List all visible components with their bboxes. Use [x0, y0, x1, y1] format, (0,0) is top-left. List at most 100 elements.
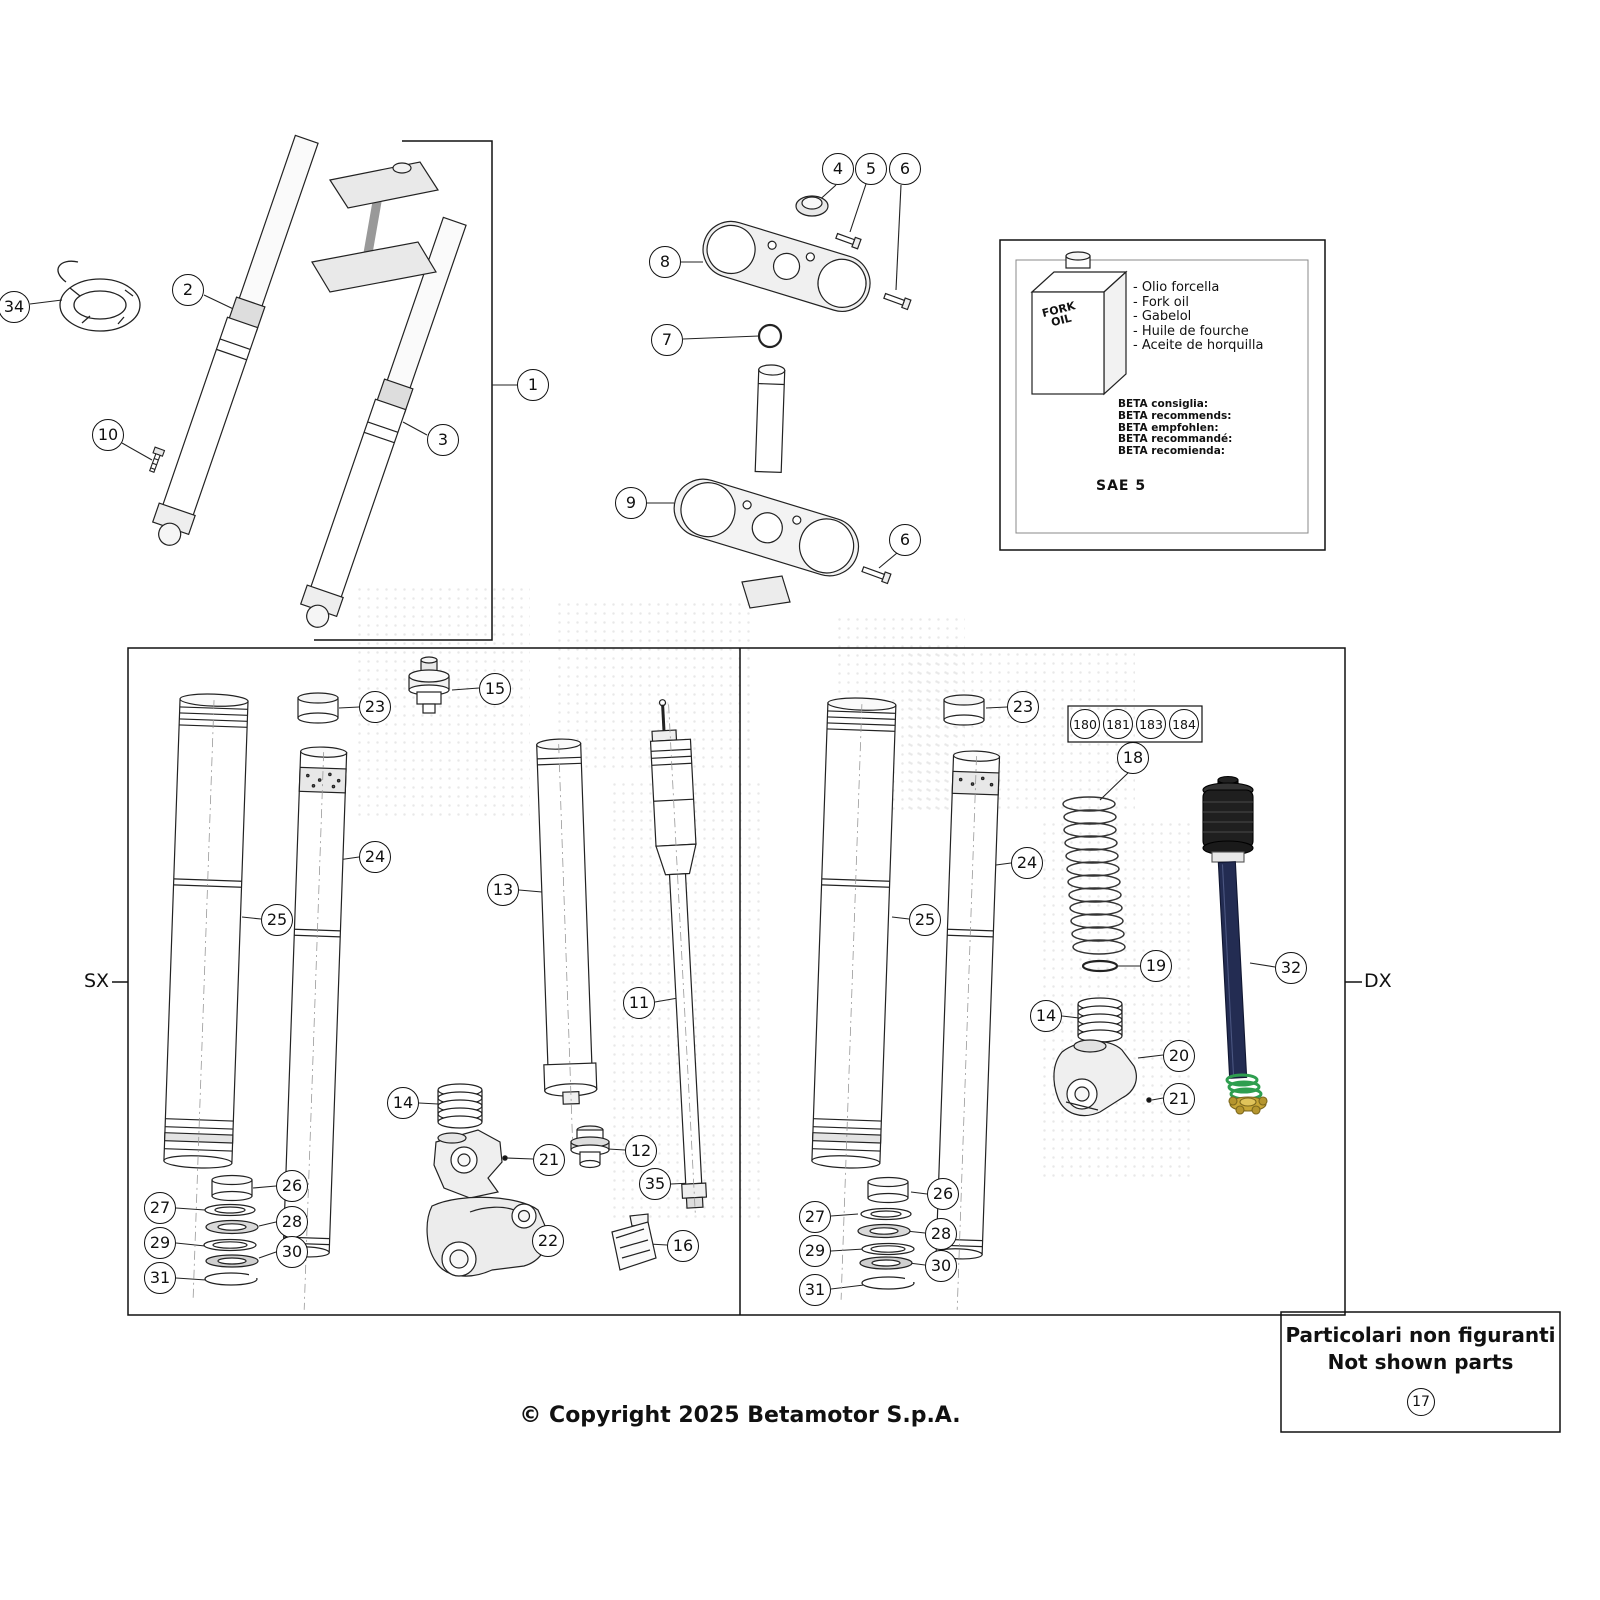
lower-triple-clamp-drawing [673, 364, 892, 609]
callout-31-right[interactable]: 31 [799, 1274, 831, 1306]
outer-tube-right-drawing [811, 697, 897, 1300]
callout-22[interactable]: 22 [532, 1225, 564, 1257]
oil-name-line: - Fork oil [1133, 294, 1189, 310]
fork-cap-drawing [408, 656, 450, 714]
steering-cap-drawing [795, 195, 829, 217]
callout-27-right[interactable]: 27 [799, 1201, 831, 1233]
screw-drawing [148, 446, 166, 473]
callout-16[interactable]: 16 [667, 1230, 699, 1262]
seal-rings-left-drawing [203, 1174, 263, 1286]
callout-29-right[interactable]: 29 [799, 1235, 831, 1267]
bolt-drawing [883, 292, 912, 311]
oil-recommendation-line: BETA empfohlen: [1118, 421, 1219, 434]
kit-callout-184[interactable]: 184 [1169, 709, 1199, 739]
callout-35[interactable]: 35 [639, 1168, 671, 1200]
callout-10[interactable]: 10 [92, 419, 124, 451]
kit-callout-183[interactable]: 183 [1136, 709, 1166, 739]
oil-name-line: - Huile de fourche [1133, 323, 1249, 339]
oil-grade-label: SAE 5 [1096, 478, 1147, 494]
seal-head-drawing [570, 1125, 610, 1169]
lower-clamp-on-assembly [311, 241, 437, 293]
frames [112, 140, 1561, 1433]
callout-1[interactable]: 1 [517, 369, 549, 401]
fork-leg-right-drawing [299, 216, 467, 628]
side-label-sx: SX [84, 970, 110, 992]
assembly-bracket [314, 140, 493, 641]
oil-recommendation-list: BETA consiglia: BETA recommends: BETA em… [1118, 398, 1233, 458]
callout-23-left[interactable]: 23 [359, 691, 391, 723]
callout-9[interactable]: 9 [615, 487, 647, 519]
fork-leg-left-drawing [151, 134, 319, 546]
callout-12[interactable]: 12 [625, 1135, 657, 1167]
outer-tube-left-drawing [163, 693, 249, 1300]
oil-box-inner-border [1015, 259, 1309, 534]
callout-24-right[interactable]: 24 [1011, 847, 1043, 879]
callout-18[interactable]: 18 [1117, 742, 1149, 774]
callout-7[interactable]: 7 [651, 324, 683, 356]
callout-34[interactable]: 34 [0, 291, 30, 323]
kit-callout-180[interactable]: 180 [1070, 709, 1100, 739]
callout-30-left[interactable]: 30 [276, 1236, 308, 1268]
oil-recommendation-line: BETA recomienda: [1118, 445, 1225, 458]
bolt-drawing [861, 566, 892, 585]
callout-28-left[interactable]: 28 [276, 1206, 308, 1238]
callout-30-right[interactable]: 30 [925, 1250, 957, 1282]
callout-11[interactable]: 11 [623, 987, 655, 1019]
callout-23-right[interactable]: 23 [1007, 691, 1039, 723]
callout-26-left[interactable]: 26 [276, 1170, 308, 1202]
oil-recommendation-line: BETA recommends: [1118, 409, 1232, 422]
callout-4[interactable]: 4 [822, 153, 854, 185]
pad-drawing [611, 1213, 657, 1271]
callout-19[interactable]: 19 [1140, 950, 1172, 982]
axle-foot-left-drawing [433, 1129, 503, 1199]
callout-13[interactable]: 13 [487, 874, 519, 906]
upper-triple-clamp-drawing [702, 195, 912, 349]
callout-2[interactable]: 2 [172, 274, 204, 306]
side-label-dx: DX [1364, 970, 1392, 992]
callout-27-left[interactable]: 27 [144, 1192, 176, 1224]
not-shown-line-en: Not shown parts [1327, 1350, 1514, 1374]
callout-3[interactable]: 3 [427, 424, 459, 456]
callout-14-right[interactable]: 14 [1030, 1000, 1062, 1032]
oil-name-line: - Aceite de horquilla [1133, 338, 1264, 353]
callout-32[interactable]: 32 [1275, 952, 1307, 984]
callout-5[interactable]: 5 [855, 153, 887, 185]
callout-17[interactable]: 17 [1407, 1388, 1435, 1416]
bolt-drawing [835, 232, 862, 250]
callout-31-left[interactable]: 31 [144, 1262, 176, 1294]
strap-drawing [57, 260, 141, 332]
oil-recommendation-line: BETA consiglia: [1118, 398, 1209, 410]
callout-25-left[interactable]: 25 [261, 904, 293, 936]
callout-14-left[interactable]: 14 [387, 1087, 419, 1119]
preload-collar-right-drawing [1077, 997, 1123, 1043]
callout-15[interactable]: 15 [479, 673, 511, 705]
wheel-bracket-drawing [426, 1196, 548, 1277]
yellow-foot-drawing [1228, 1096, 1268, 1115]
callout-26-right[interactable]: 26 [927, 1178, 959, 1210]
not-shown-box-border [1280, 1311, 1561, 1433]
cartridge-tube-drawing [536, 738, 598, 1150]
oil-name-list: - Olio forcella - Fork oil - Gabelol - H… [1133, 280, 1264, 354]
bushing-right-drawing [943, 694, 985, 726]
callout-21-right[interactable]: 21 [1163, 1083, 1195, 1115]
callout-29-left[interactable]: 29 [144, 1227, 176, 1259]
callout-8[interactable]: 8 [649, 246, 681, 278]
not-shown-box: Particolari non figuranti Not shown part… [1283, 1322, 1558, 1376]
callout-21-left[interactable]: 21 [533, 1144, 565, 1176]
spring-drawing [1062, 796, 1126, 955]
oil-recommendation-line: BETA recommandé: [1118, 433, 1233, 446]
callout-6[interactable]: 6 [889, 153, 921, 185]
callout-24-left[interactable]: 24 [359, 841, 391, 873]
callout-25-right[interactable]: 25 [909, 904, 941, 936]
callout-20[interactable]: 20 [1163, 1040, 1195, 1072]
oil-name-line: - Gabelol [1133, 309, 1192, 324]
bushing-left-drawing [297, 692, 339, 724]
axle-foot-right-drawing [1053, 1039, 1137, 1117]
oil-bottle-drawing [1030, 251, 1128, 396]
callout-28-right[interactable]: 28 [925, 1218, 957, 1250]
callout-6b[interactable]: 6 [889, 524, 921, 556]
oil-name-line: - Olio forcella [1133, 280, 1220, 295]
copyright-text: © Copyright 2025 Betamotor S.p.A. [519, 1403, 961, 1428]
kit-callout-181[interactable]: 181 [1103, 709, 1133, 739]
